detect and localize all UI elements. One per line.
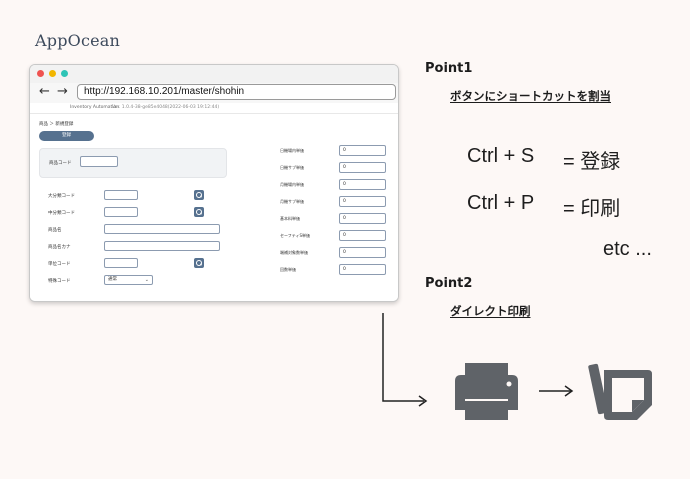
price-row: 回数単価 0 <box>280 264 390 276</box>
maximize-window-dot[interactable] <box>61 70 68 77</box>
address-bar[interactable]: http://192.168.10.201/master/shohin <box>77 84 396 100</box>
price-input[interactable]: 0 <box>339 145 386 156</box>
price-input[interactable]: 0 <box>339 230 386 241</box>
app-header: Inventory Automation Ver. 1.0.4-38-ge85e… <box>30 103 398 114</box>
price-label: 回数単価 <box>280 267 296 272</box>
field-row-product-kana: 商品名カナ <box>30 241 260 253</box>
field-row-product-name: 商品名 <box>30 224 260 236</box>
documents-icon <box>588 363 652 420</box>
special-code-select[interactable]: 通常 ⌄ <box>104 275 153 285</box>
minimize-window-dot[interactable] <box>49 70 56 77</box>
search-icon[interactable] <box>194 190 204 200</box>
point1-title: Point1 <box>425 61 473 76</box>
browser-window: ← → http://192.168.10.201/master/shohin … <box>29 64 399 302</box>
close-window-dot[interactable] <box>37 70 44 77</box>
field-row-special-code: 特殊コード 通常 ⌄ <box>30 275 260 287</box>
search-icon[interactable] <box>194 258 204 268</box>
app-name: Inventory Automation <box>70 105 120 110</box>
price-row: 日機場内単価 0 <box>280 145 390 157</box>
point2-title: Point2 <box>425 276 473 291</box>
field-label: 商品名カナ <box>48 245 71 250</box>
price-label: 月機サブ単価 <box>280 199 304 204</box>
product-form-page: 商品 ＞ 新規登録 登録 商品コード 大分類コード 中分類コード 商品名 商品名… <box>30 114 398 301</box>
forward-arrow-icon[interactable]: → <box>57 84 68 99</box>
price-input[interactable]: 0 <box>339 213 386 224</box>
shortcut-keys-print: Ctrl + P <box>467 192 535 214</box>
browser-titlebar <box>30 65 398 83</box>
shortcut-action-print: = 印刷 <box>563 198 621 220</box>
price-row: 月機サブ単価 0 <box>280 196 390 208</box>
price-label: 端補対象数単価 <box>280 250 308 255</box>
price-label: 日機場内単価 <box>280 148 304 153</box>
price-input[interactable]: 0 <box>339 264 386 275</box>
app-version: Ver. 1.0.4-38-ge85e4048(2022-06-03 19:12… <box>112 105 220 110</box>
field-label: 中分類コード <box>48 211 75 216</box>
field-label: 特殊コード <box>48 279 71 284</box>
price-row: 端補対象数単価 0 <box>280 247 390 259</box>
price-label: 日機サブ単価 <box>280 165 304 170</box>
price-row: 月機場内単価 0 <box>280 179 390 191</box>
price-input[interactable]: 0 <box>339 179 386 190</box>
connector-line <box>382 313 424 402</box>
breadcrumb: 商品 ＞ 新規登録 <box>39 122 74 127</box>
browser-navbar: ← → http://192.168.10.201/master/shohin <box>30 83 398 103</box>
price-row: 基本料単価 0 <box>280 213 390 225</box>
connector-arrowhead <box>418 395 428 407</box>
field-row-major-category: 大分類コード <box>30 190 260 202</box>
select-value: 通常 <box>108 277 117 282</box>
field-label: 単位コード <box>48 262 71 267</box>
printer-icon <box>455 363 518 420</box>
price-input[interactable]: 0 <box>339 196 386 207</box>
product-code-label: 商品コード <box>49 161 72 166</box>
field-row-unit-code: 単位コード <box>30 258 260 270</box>
shortcut-action-save: = 登録 <box>563 151 621 173</box>
chevron-down-icon: ⌄ <box>144 277 149 283</box>
product-kana-input[interactable] <box>104 241 220 251</box>
field-label: 大分類コード <box>48 194 75 199</box>
price-label: セーフティS単価 <box>280 233 311 238</box>
field-row-middle-category: 中分類コード <box>30 207 260 219</box>
product-code-input[interactable] <box>80 156 118 167</box>
register-button[interactable]: 登録 <box>39 131 94 141</box>
shortcut-keys-save: Ctrl + S <box>467 145 535 167</box>
back-arrow-icon[interactable]: ← <box>39 84 50 99</box>
point2-subtitle: ダイレクト印刷 <box>450 304 531 318</box>
point1-subtitle: ボタンにショートカットを割当 <box>450 89 611 103</box>
price-row: 日機サブ単価 0 <box>280 162 390 174</box>
price-label: 基本料単価 <box>280 216 300 221</box>
etc-text: etc ... <box>603 238 652 260</box>
brand-logo: AppOcean <box>35 31 121 50</box>
price-input[interactable]: 0 <box>339 247 386 258</box>
product-code-panel: 商品コード <box>39 148 227 178</box>
arrow-right-icon <box>539 385 574 397</box>
middle-category-input[interactable] <box>104 207 138 217</box>
product-name-input[interactable] <box>104 224 220 234</box>
search-icon[interactable] <box>194 207 204 217</box>
field-label: 商品名 <box>48 228 62 233</box>
unit-code-input[interactable] <box>104 258 138 268</box>
major-category-input[interactable] <box>104 190 138 200</box>
price-input[interactable]: 0 <box>339 162 386 173</box>
price-label: 月機場内単価 <box>280 182 304 187</box>
price-row: セーフティS単価 0 <box>280 230 390 242</box>
